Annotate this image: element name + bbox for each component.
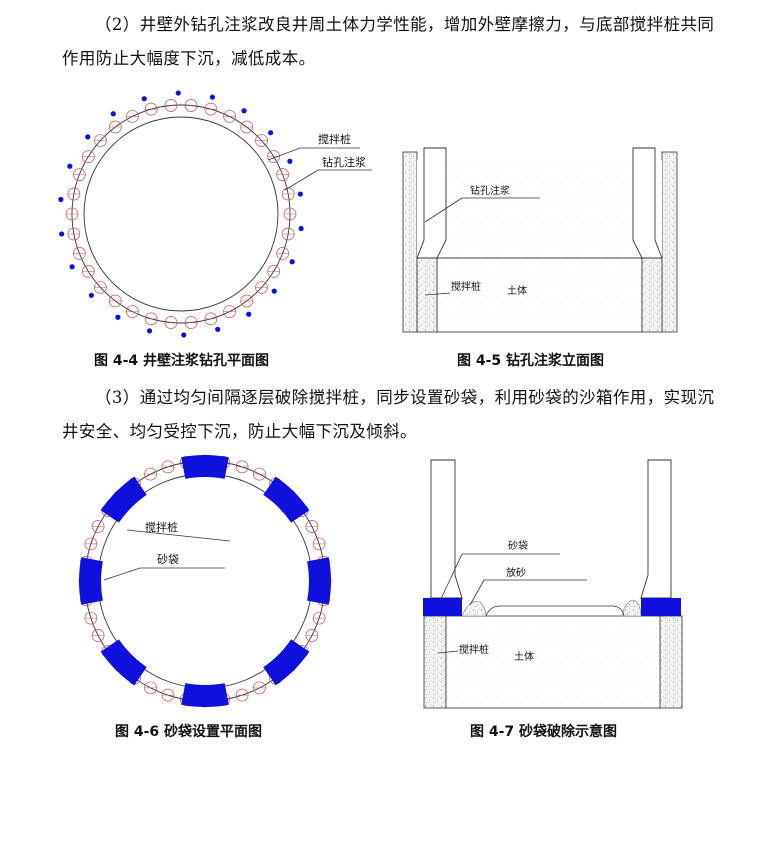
grout-hole-dot	[146, 328, 153, 334]
outer-soil-right-47	[659, 615, 683, 709]
paragraph-1-text: （2）井壁外钻孔注浆改良井周土体力学性能，增加外壁摩擦力，与底部搅拌桩共同作用防…	[62, 15, 715, 68]
grout-hole-dot	[110, 111, 116, 117]
leader-pile-46	[126, 529, 231, 542]
sandbag-block	[307, 557, 331, 605]
well-wall-right	[632, 147, 663, 259]
grout-hole-dot	[298, 225, 304, 232]
grout-hole-dot	[85, 134, 91, 140]
well-ring	[58, 90, 304, 338]
label-soil-47: 土体	[514, 650, 534, 663]
well-wall-left-47	[430, 459, 463, 599]
sandbag-block	[100, 476, 147, 523]
caption-fig-4-4: 图 4-4 井壁注浆钻孔平面图	[94, 353, 270, 369]
label-pile-44: 搅拌桩	[318, 132, 351, 146]
grout-hole-dot	[215, 326, 221, 332]
leader-line-grout	[284, 169, 319, 191]
label-pile-46: 搅拌桩	[145, 520, 178, 534]
leader-pile-47	[437, 650, 459, 654]
sandbag-block	[263, 476, 310, 523]
grout-hole-dot	[67, 163, 73, 169]
sandbag-block	[79, 557, 103, 605]
leader-sandbag-46	[103, 567, 141, 581]
grout-hole-dot	[289, 259, 295, 265]
outer-soil-left-47	[423, 615, 447, 709]
grout-hole-dot	[58, 196, 64, 203]
paragraph-2: （3）通过均匀间隔逐层破除搅拌桩，同步设置砂袋，利用砂袋的沙箱作用，实现沉井安全…	[62, 381, 722, 449]
grout-hole-dot	[209, 94, 216, 100]
grout-hole-dot	[287, 158, 293, 164]
well-ring-sandbag	[78, 454, 332, 708]
leader-sandbag-47	[439, 553, 463, 602]
released-sand-left	[461, 601, 487, 617]
caption-fig-4-6: 图 4-6 砂袋设置平面图	[115, 724, 263, 740]
label-grout-45: 钻孔注浆	[470, 184, 510, 197]
leader-pile-45	[424, 292, 451, 296]
released-sand-right	[621, 599, 642, 617]
paragraph-2-text: （3）通过均匀间隔逐层破除搅拌桩，同步设置砂袋，利用砂袋的沙箱作用，实现沉井安全…	[62, 388, 715, 441]
grout-hole-dot	[69, 264, 75, 270]
well-inner-circle	[83, 116, 279, 312]
label-soil-45: 土体	[507, 284, 527, 297]
label-sandbag-46: 砂袋	[157, 552, 179, 566]
caption-fig-4-7: 图 4-7 砂袋破除示意图	[470, 724, 618, 740]
leader-sand-47	[469, 579, 485, 606]
grout-hole-dot	[88, 292, 94, 298]
grout-hole-dot	[175, 90, 181, 96]
paragraph-1: （2）井壁外钻孔注浆改良井周土体力学性能，增加外壁摩擦力，与底部搅拌桩共同作用防…	[62, 8, 722, 76]
grout-zone	[417, 160, 662, 258]
grout-hole-dot	[181, 332, 187, 338]
sandbag-block	[100, 639, 147, 686]
grout-hole-dot	[268, 130, 274, 136]
grout-hole-dot	[115, 314, 121, 320]
sandbag-block	[181, 455, 229, 479]
label-grout-44: 钻孔注浆	[322, 155, 366, 169]
grout-hole-dot	[271, 288, 277, 294]
leader-line-pile	[267, 147, 301, 161]
sandbag-block	[263, 639, 310, 686]
label-pile-45: 搅拌桩	[451, 280, 481, 293]
sandbag-right	[641, 598, 681, 616]
sandbag-left	[423, 598, 462, 616]
grout-hole-dot	[141, 96, 147, 102]
sandbag-block	[181, 683, 229, 707]
grout-hole-dot	[297, 191, 303, 197]
label-sandbag-47: 砂袋	[508, 539, 528, 552]
label-sand-47: 放砂	[506, 566, 526, 579]
grout-hole-dot	[59, 231, 65, 237]
soil-surface-47	[485, 605, 625, 617]
label-pile-47: 搅拌桩	[459, 643, 489, 656]
well-wall-right-47	[640, 459, 672, 599]
soil-block-47	[445, 615, 661, 709]
grout-hole-dot	[246, 311, 252, 317]
leader-grout-45	[424, 197, 463, 223]
grout-hole-dot	[241, 108, 247, 114]
caption-fig-4-5: 图 4-5 钻孔注浆立面图	[457, 353, 605, 369]
